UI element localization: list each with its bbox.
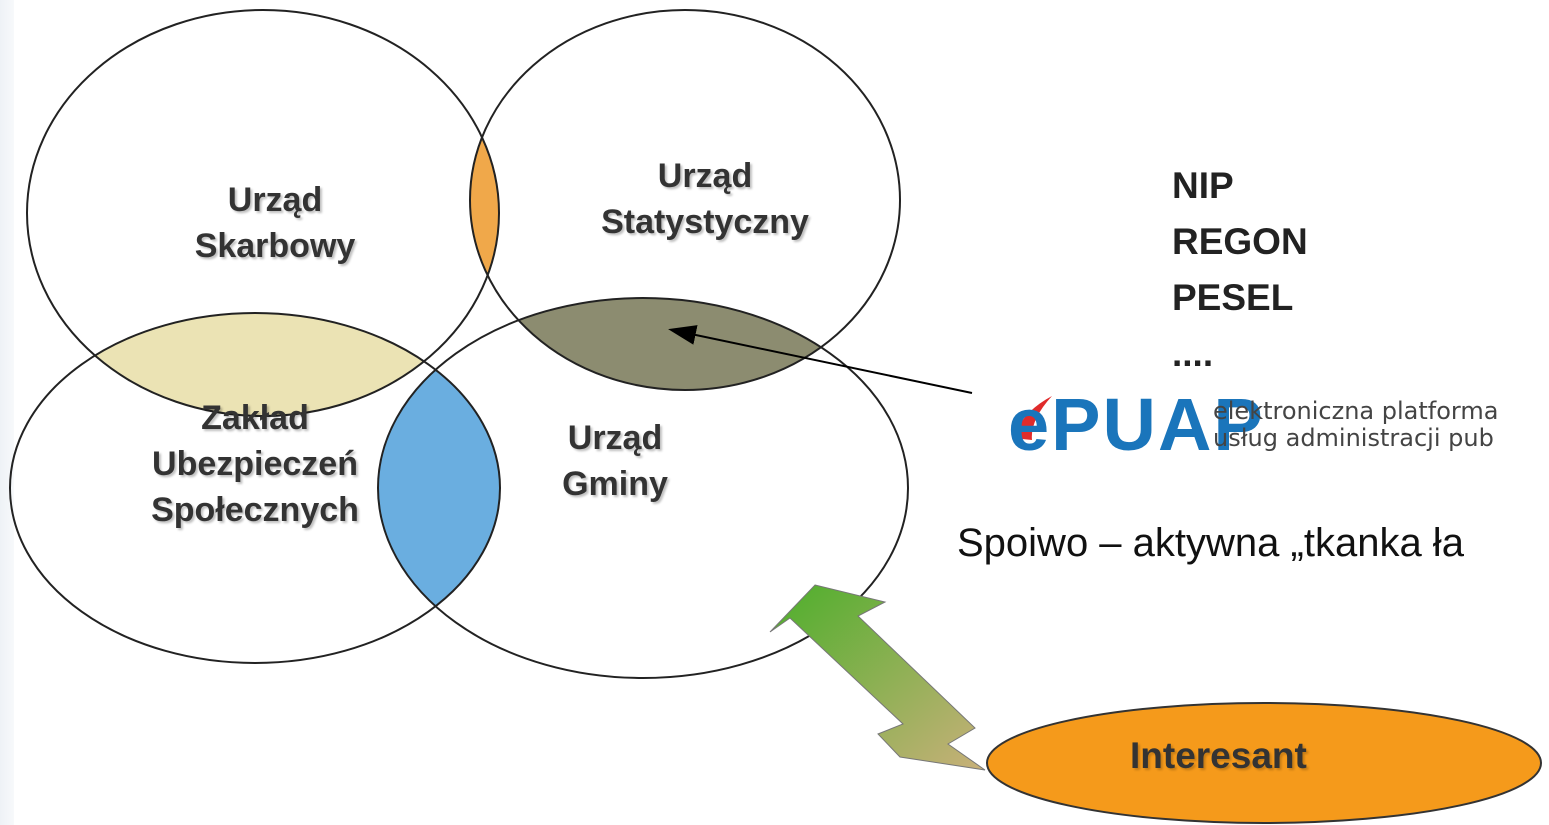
left-edge-strip — [0, 0, 14, 825]
identifier-more: .... — [1172, 333, 1214, 374]
identifier-list: NIP REGON PESEL .... — [1172, 158, 1308, 382]
circle-urzad-gminy — [377, 297, 909, 679]
circle-urzad-statystyczny — [469, 9, 901, 391]
label-urzad-statystyczny: Urząd Statystyczny — [601, 157, 809, 241]
caption-text: Spoiwo – aktywna „tkanka ła — [957, 521, 1464, 565]
circle-urzad-skarbowy — [26, 9, 500, 417]
identifier-pesel: PESEL — [1172, 277, 1294, 318]
identifier-regon: REGON — [1172, 221, 1308, 262]
epuap-logo: ePUAP — [1008, 383, 1265, 466]
label-urzad-skarbowy: Urząd Skarbowy — [194, 181, 356, 265]
label-urzad-gminy: Urząd Gminy — [562, 419, 668, 503]
epuap-logo-subtitle: elektroniczna platforma usług administra… — [1213, 397, 1499, 452]
interesant-ellipse — [986, 702, 1542, 824]
logo-swoosh-icon — [1013, 396, 1052, 440]
label-zaklad-ubezpieczen: Zakład Ubezpieczeń Społecznych — [151, 399, 359, 529]
pointer-arrow — [668, 325, 973, 394]
double-arrow — [769, 584, 986, 771]
circle-zaklad-ubezpieczen — [9, 312, 501, 664]
identifier-nip: NIP — [1172, 165, 1234, 206]
interesant-label: Interesant — [1130, 735, 1307, 776]
